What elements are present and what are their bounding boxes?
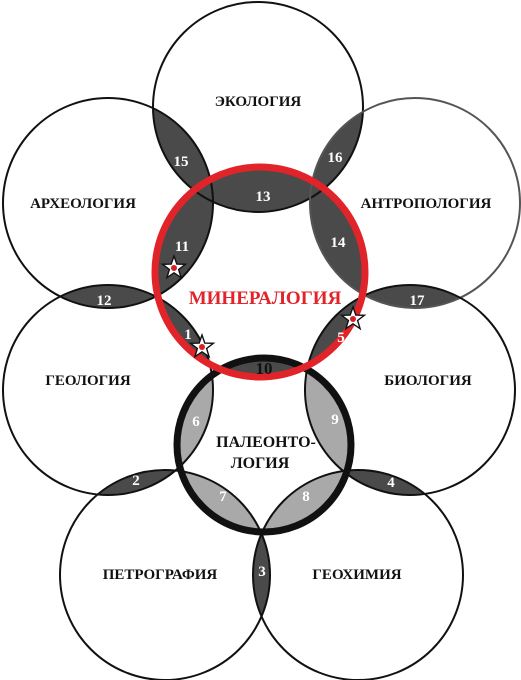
circle-archaeology (2, 97, 214, 309)
circle-ecology (152, 1, 364, 213)
star-marker-zone-11 (160, 253, 188, 280)
zone-numbers: 1 2 3 4 5 6 7 8 9 10 11 12 13 14 15 16 1… (97, 150, 426, 580)
circle-geochemistry (252, 469, 464, 680)
label-paleontology-line2: ЛОГИЯ (231, 455, 290, 472)
zone-number-3: 3 (258, 564, 266, 580)
zone-number-13: 13 (256, 189, 271, 205)
zone-number-17: 17 (410, 293, 426, 309)
circle-mineralogy (151, 163, 369, 381)
label-geology: ГЕОЛОГИЯ (45, 373, 131, 389)
zone-number-4: 4 (387, 475, 395, 491)
star-marker-zone-1 (188, 332, 216, 359)
zone-number-12: 12 (97, 293, 112, 309)
label-ecology: ЭКОЛОГИЯ (215, 94, 302, 110)
zone-number-8: 8 (302, 489, 310, 505)
zone-number-15: 15 (174, 154, 189, 170)
label-mineralogy: МИНЕРАЛОГИЯ (189, 288, 342, 309)
label-archaeology: АРХЕОЛОГИЯ (30, 196, 136, 212)
circle-paleontology (173, 354, 355, 536)
circle-biology (304, 284, 516, 496)
label-petrography: ПЕТРОГРАФИЯ (103, 567, 218, 583)
zone-number-11: 11 (175, 239, 189, 255)
label-geochemistry: ГЕОХИМИЯ (312, 567, 401, 583)
label-biology: БИОЛОГИЯ (384, 373, 472, 389)
circle-geology (2, 284, 214, 496)
label-paleontology-line1: ПАЛЕОНТО- (216, 434, 316, 451)
overlap-archaeology-mineralogy (155, 167, 213, 308)
zone-number-16: 16 (328, 150, 344, 166)
zone-number-5: 5 (337, 330, 345, 346)
overlap-anthropology-mineralogy (310, 167, 365, 308)
zone-number-10: 10 (256, 359, 273, 378)
zone-number-2: 2 (132, 473, 140, 489)
label-anthropology: АНТРОПОЛОГИЯ (361, 196, 492, 212)
overlap-shading-dark (3, 98, 515, 680)
zone-number-9: 9 (331, 412, 339, 428)
zone-number-1: 1 (184, 327, 192, 343)
circle-anthropology (309, 97, 521, 309)
zone-number-14: 14 (331, 235, 347, 251)
zone-number-6: 6 (192, 414, 200, 430)
star-marker-zone-5 (339, 304, 367, 331)
star-markers (160, 253, 367, 359)
circle-petrography (59, 469, 271, 680)
discipline-labels: ЭКОЛОГИЯ АРХЕОЛОГИЯ АНТРОПОЛОГИЯ МИНЕРАЛ… (30, 94, 491, 583)
zone-number-7: 7 (219, 489, 227, 505)
